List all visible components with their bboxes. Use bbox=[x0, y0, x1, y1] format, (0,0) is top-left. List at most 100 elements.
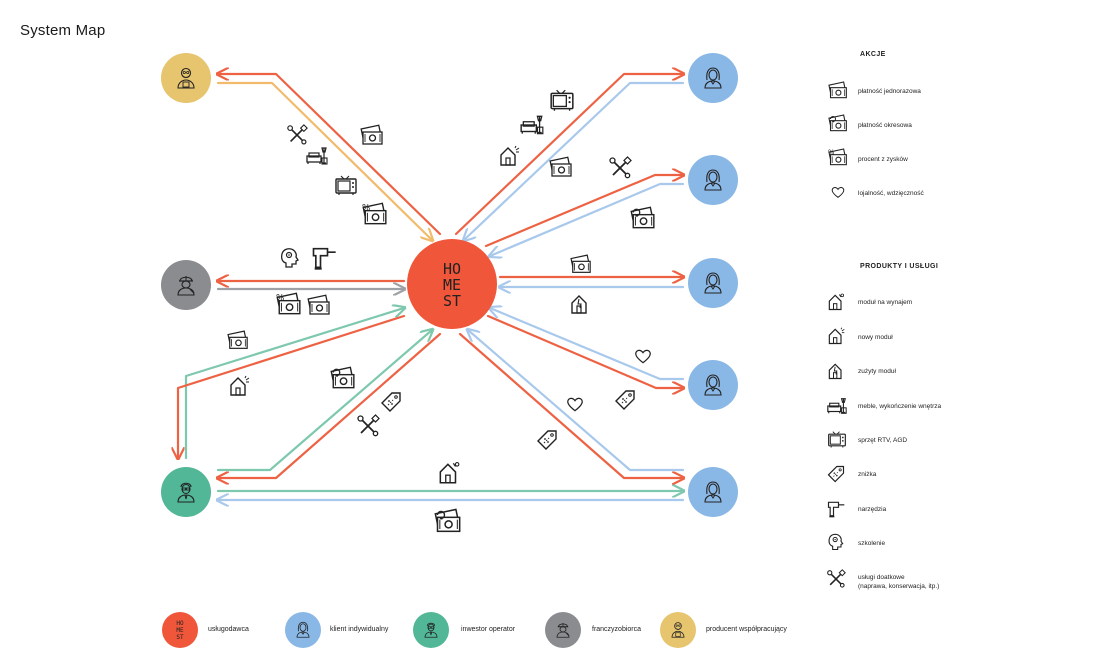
hub-circle bbox=[407, 239, 497, 329]
arrows-layer bbox=[178, 74, 683, 500]
tv-icon bbox=[550, 89, 574, 112]
legend-item-rtv-agd: sprzęt RTV, AGD bbox=[858, 437, 908, 444]
legend-item-furniture: meble, wykończenie wnętrza bbox=[858, 403, 942, 410]
bottom-legend-label-investor: inwestor operator bbox=[461, 626, 516, 633]
legend-actions-icons bbox=[828, 81, 847, 198]
legend-products-icons bbox=[826, 294, 847, 588]
legend-investor-swatch bbox=[413, 612, 449, 648]
legend-actions-title: AKCJE bbox=[860, 51, 886, 58]
legend-item-recurring-payment: płatność okresowa bbox=[858, 122, 912, 129]
legend-item-rental-module: moduł na wynajem bbox=[858, 299, 913, 306]
cash-icon bbox=[828, 81, 847, 99]
hub-logo-line-1: HO bbox=[443, 260, 461, 278]
cash-icon bbox=[227, 330, 248, 349]
recurring-cash-icon bbox=[331, 367, 354, 387]
bottom-legend-circles: HO ME ST bbox=[162, 612, 696, 648]
arrow-client-2-to-hub bbox=[490, 182, 685, 256]
hub-node[interactable]: HO ME ST bbox=[407, 239, 497, 329]
legend-item-loyalty: lojalność, wdzięczność bbox=[858, 190, 924, 197]
bottom-legend-label-hub: usługodawca bbox=[208, 626, 249, 633]
furniture-icon bbox=[306, 147, 328, 165]
discount-tag-icon bbox=[381, 392, 401, 412]
cash-icon bbox=[307, 294, 330, 315]
bottom-legend-label-producer: producent współpracujący bbox=[706, 626, 787, 633]
bottom-legend-label-franchise: franczyzobiorca bbox=[592, 626, 642, 633]
training-icon bbox=[280, 247, 299, 268]
legend-producer-swatch bbox=[660, 612, 696, 648]
hub-logo-line-2: ME bbox=[443, 276, 461, 294]
arrow-client-5-to-hub bbox=[468, 330, 685, 472]
page-title: System Map bbox=[20, 22, 106, 39]
recurring-cash-icon bbox=[435, 509, 459, 531]
nodes-layer: HO ME ST bbox=[161, 53, 738, 517]
used-house-icon bbox=[829, 364, 841, 378]
client-node-5[interactable] bbox=[688, 467, 738, 517]
arrow-hub-to-client-5 bbox=[458, 332, 683, 478]
heart-icon bbox=[635, 349, 651, 364]
client-node-3[interactable] bbox=[688, 258, 738, 308]
drill-icon bbox=[827, 501, 845, 518]
arrow-hub-to-client-2 bbox=[484, 175, 683, 248]
arrow-investor-to-hub-a bbox=[184, 308, 404, 460]
client-node-1[interactable] bbox=[688, 53, 738, 103]
heart-icon bbox=[567, 397, 583, 412]
recurring-cash-icon bbox=[829, 115, 846, 131]
arrow-investor-to-hub-b bbox=[216, 330, 432, 472]
arrow-hub-to-client-4 bbox=[486, 314, 683, 388]
discount-tag-icon bbox=[615, 390, 635, 410]
tools-icon bbox=[826, 569, 846, 588]
svg-text:ST: ST bbox=[176, 634, 184, 641]
tv-icon bbox=[335, 175, 357, 196]
furniture-icon bbox=[520, 115, 544, 135]
arrow-client-4-to-hub bbox=[490, 308, 685, 381]
producer-node[interactable] bbox=[161, 53, 211, 103]
legend-item-additional-services: usługi doatkowe (naprawa, konserwacja, i… bbox=[858, 574, 940, 590]
drill-icon bbox=[312, 247, 337, 271]
percent-cash-icon bbox=[276, 293, 300, 313]
legend-client-swatch bbox=[285, 612, 321, 648]
new-house-icon bbox=[501, 146, 519, 165]
cash-icon bbox=[570, 254, 591, 274]
legend-item-new-module: nowy moduł bbox=[858, 334, 893, 341]
legend-franchise-swatch bbox=[545, 612, 581, 648]
client-node-2[interactable] bbox=[688, 155, 738, 205]
legend-hub-swatch: HO ME ST bbox=[162, 612, 198, 648]
arrow-hub-to-investor-b bbox=[218, 332, 442, 478]
new-house-icon bbox=[231, 376, 249, 395]
legend-item-training: szkolenie bbox=[858, 540, 886, 547]
rental-house-icon bbox=[440, 463, 459, 483]
arrow-client-1-to-hub bbox=[464, 81, 685, 240]
arrow-producer-to-hub bbox=[216, 81, 432, 240]
franchise-node[interactable] bbox=[161, 260, 211, 310]
heart-icon bbox=[831, 186, 845, 198]
tools-icon bbox=[609, 156, 632, 179]
discount-tag-icon bbox=[827, 465, 845, 483]
svg-text:HO: HO bbox=[176, 620, 184, 627]
legend-item-profit-percent: procent z zysków bbox=[858, 156, 908, 163]
percent-cash-icon bbox=[362, 203, 386, 223]
arrow-hub-to-client-1 bbox=[454, 74, 683, 236]
rental-house-icon bbox=[829, 294, 843, 310]
new-house-icon bbox=[829, 328, 844, 344]
svg-text:ME: ME bbox=[176, 627, 184, 634]
furniture-icon bbox=[827, 398, 847, 414]
legend-item-one-time-payment: płatność jednorazowa bbox=[858, 88, 921, 95]
investor-node[interactable] bbox=[161, 467, 211, 517]
used-house-icon bbox=[572, 296, 586, 313]
discount-tag-icon bbox=[537, 430, 557, 450]
training-icon bbox=[828, 533, 844, 551]
cash-icon bbox=[549, 156, 572, 177]
arrow-hub-to-investor-a bbox=[178, 314, 406, 458]
hub-logo-line-3: ST bbox=[443, 292, 461, 310]
arrow-hub-to-producer bbox=[218, 74, 442, 236]
legend-item-used-module: zużyty moduł bbox=[858, 368, 896, 375]
recurring-cash-icon bbox=[631, 207, 654, 227]
tools-icon bbox=[287, 124, 308, 145]
legend-item-tools: narzędzia bbox=[858, 506, 887, 513]
client-node-4[interactable] bbox=[688, 360, 738, 410]
bottom-legend-label-client: klient indywidualny bbox=[330, 626, 389, 633]
cash-icon bbox=[360, 124, 383, 145]
tools-icon bbox=[357, 414, 380, 437]
legend-item-discount: zniżka bbox=[858, 471, 877, 478]
